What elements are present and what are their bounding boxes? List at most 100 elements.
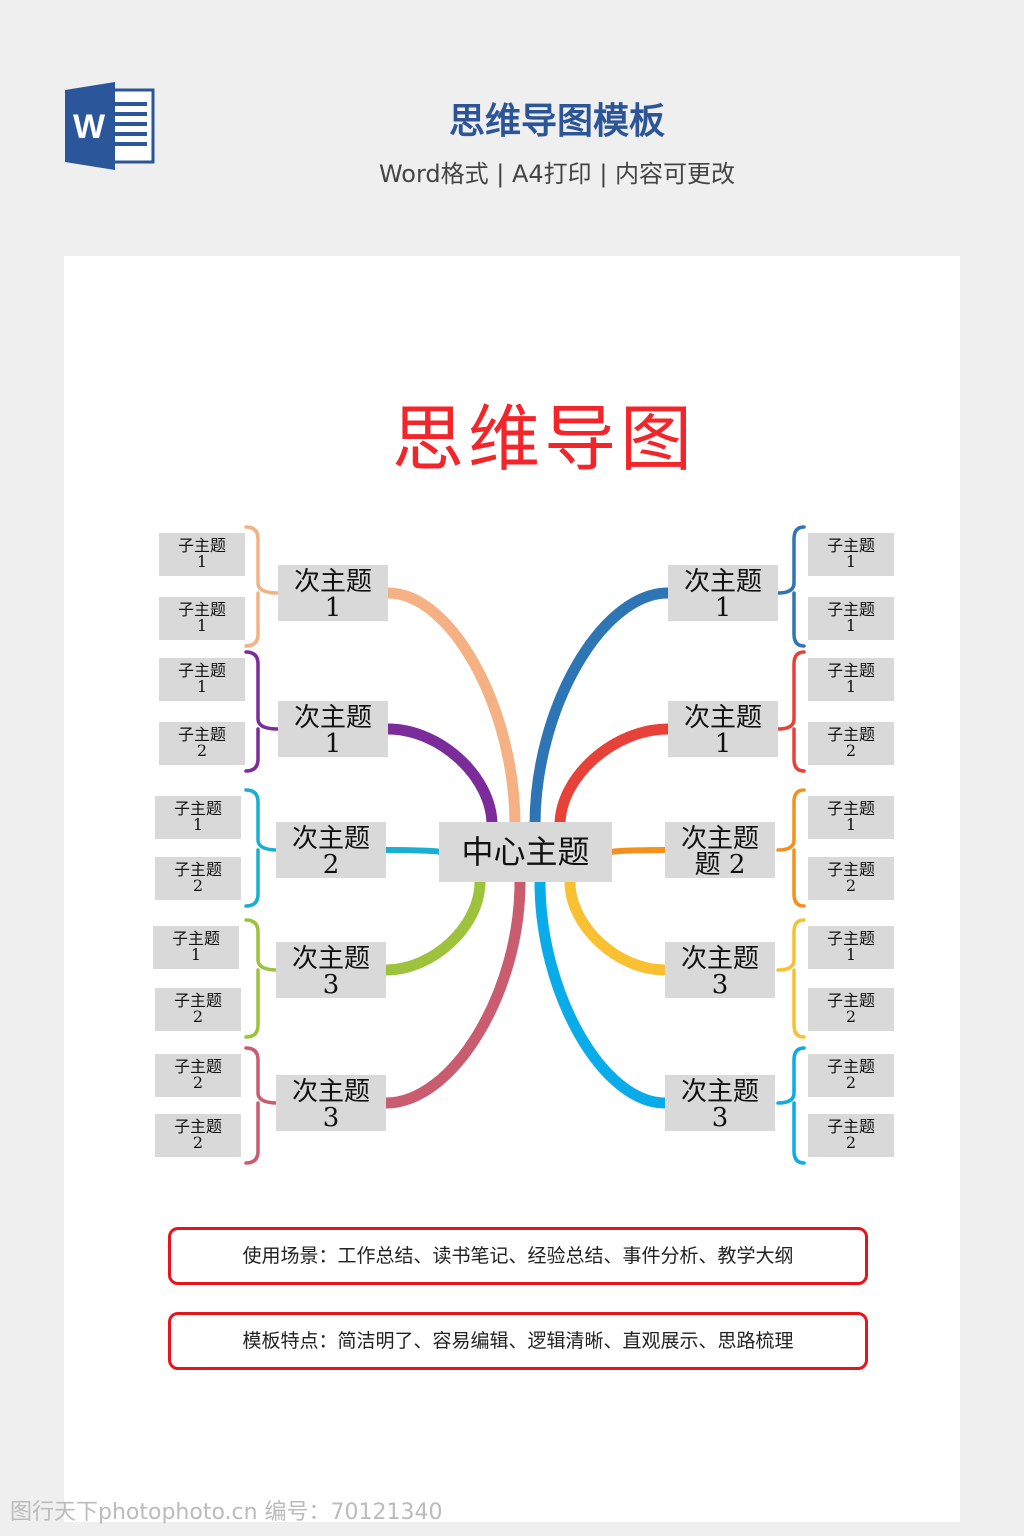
bracket-right-1 xyxy=(776,525,806,648)
node-text: 子主题 xyxy=(177,536,226,555)
node-text: 次主题 xyxy=(683,567,762,597)
node-text: 子主题 xyxy=(173,1057,222,1076)
node-text: 1 xyxy=(845,552,857,571)
node-text: 子主题 xyxy=(173,991,222,1010)
node-text: 次主题 xyxy=(683,703,762,733)
watermark: 图行天下photophoto.cn 编号：70121340 xyxy=(10,1500,443,1525)
node-text: 1 xyxy=(714,593,732,621)
node-text: 2 xyxy=(196,741,208,760)
node-text: 子主题 xyxy=(826,661,875,680)
branch-left-2 xyxy=(382,723,498,831)
subtopic-right-3[interactable]: 次主题题 2 xyxy=(665,822,775,878)
node-text: 次主题 xyxy=(293,703,372,733)
node-text: 次主题 xyxy=(291,944,370,974)
bracket-left-5 xyxy=(244,1046,280,1165)
node-text: 1 xyxy=(196,616,208,635)
mindmap-title: 思维导图 xyxy=(391,397,696,481)
node-text: 子主题 xyxy=(826,799,875,818)
svg-text:W: W xyxy=(73,108,106,146)
node-text: 1 xyxy=(324,729,342,757)
node-text: 2 xyxy=(192,1133,204,1152)
node-text: 子主题 xyxy=(173,1117,222,1136)
node-text: 1 xyxy=(196,677,208,696)
node-text: 1 xyxy=(714,729,732,757)
node-text: 2 xyxy=(845,1133,857,1152)
bracket-right-3 xyxy=(776,788,806,908)
node-text: 1 xyxy=(845,677,857,696)
node-text: 2 xyxy=(845,1073,857,1092)
node-text: 3 xyxy=(711,970,729,998)
header-title: 思维导图模板 xyxy=(448,101,665,142)
node-text: 3 xyxy=(322,1103,340,1131)
node-text: 次主题 xyxy=(291,1077,370,1107)
node-text: 子主题 xyxy=(826,1057,875,1076)
node-text: 2 xyxy=(845,876,857,895)
node-text: 题 2 xyxy=(694,850,746,878)
branch-left-4 xyxy=(380,876,486,976)
node-text: 子主题 xyxy=(826,991,875,1010)
center-topic[interactable]: 中心主题 xyxy=(439,822,612,882)
node-text: 1 xyxy=(192,815,204,834)
bracket-left-1 xyxy=(244,525,280,648)
word-doc-icon: W xyxy=(65,82,155,170)
branch-right-1 xyxy=(529,587,674,831)
node-text: 2 xyxy=(192,876,204,895)
node-text: 子主题 xyxy=(177,600,226,619)
branch-left-1 xyxy=(382,587,521,831)
node-text: 子主题 xyxy=(177,661,226,680)
node-text: 子主题 xyxy=(826,600,875,619)
node-text: 2 xyxy=(322,850,340,878)
node-text: 1 xyxy=(324,593,342,621)
node-text: 子主题 xyxy=(173,799,222,818)
node-text: 子主题 xyxy=(173,860,222,879)
node-text: 次主题 xyxy=(680,1077,759,1107)
node-text: 子主题 xyxy=(171,929,220,948)
bracket-right-4 xyxy=(776,918,806,1039)
node-text: 3 xyxy=(322,970,340,998)
branch-right-2 xyxy=(554,723,674,831)
node-text: 1 xyxy=(190,945,202,964)
node-text: 次主题 xyxy=(293,567,372,597)
node-text: 子主题 xyxy=(177,725,226,744)
node-text: 2 xyxy=(192,1007,204,1026)
node-text: 子主题 xyxy=(826,536,875,555)
branch-right-3 xyxy=(609,847,668,855)
bracket-right-2 xyxy=(776,650,806,773)
bracket-left-2 xyxy=(244,650,280,773)
branch-right-4 xyxy=(564,876,671,976)
branch-right-5 xyxy=(534,876,671,1109)
bracket-left-3 xyxy=(244,788,280,908)
node-text: 1 xyxy=(845,815,857,834)
features-note: 模板特点：简洁明了、容易编辑、逻辑清晰、直观展示、思路梳理 xyxy=(168,1312,868,1370)
